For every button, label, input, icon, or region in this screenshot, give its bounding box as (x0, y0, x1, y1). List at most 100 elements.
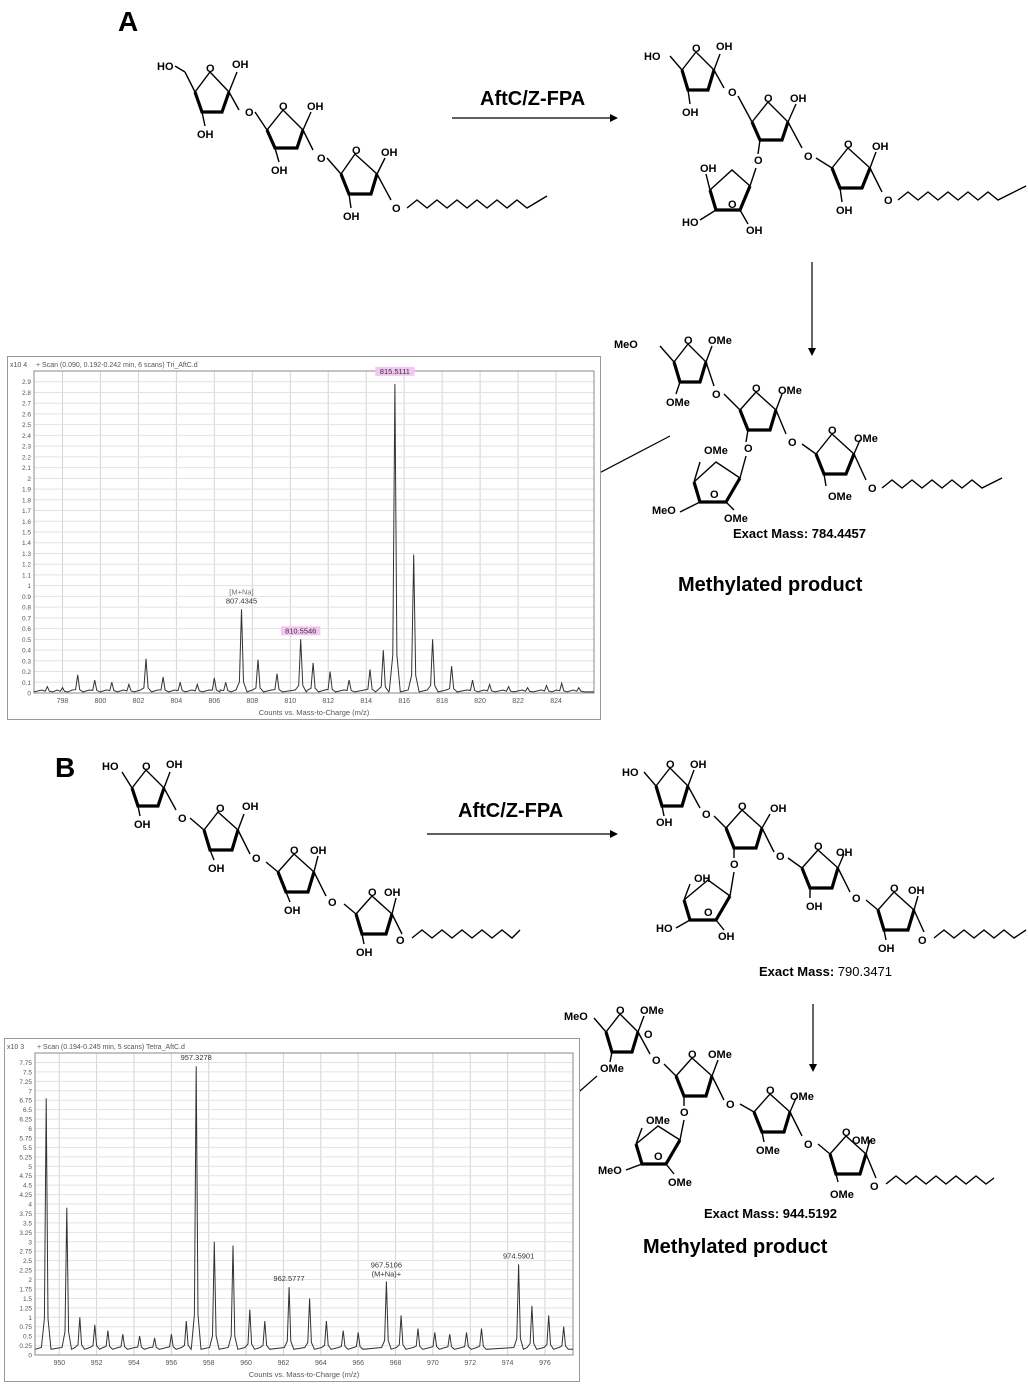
y-tick-label: 1.25 (19, 1305, 32, 1312)
y-tick-label: 0.9 (22, 594, 31, 601)
svg-text:OMe: OMe (852, 1135, 876, 1147)
x-tick-label: 806 (208, 698, 220, 705)
svg-text:OH: OH (134, 819, 151, 831)
svg-text:O: O (890, 883, 899, 895)
svg-text:OH: OH (690, 760, 707, 771)
svg-text:OH: OH (271, 165, 288, 177)
x-tick-label: 966 (352, 1360, 364, 1367)
peak-label: 815.5111 (380, 367, 410, 376)
methylated-product-label-a: Methylated product (678, 574, 863, 596)
svg-text:OMe: OMe (828, 491, 852, 503)
y-tick-label: 0.2 (22, 669, 31, 676)
y-tick-label: 3.75 (19, 1211, 32, 1218)
svg-text:OMe: OMe (646, 1115, 670, 1127)
svg-text:O: O (870, 1181, 879, 1193)
y-tick-label: 0 (27, 691, 31, 698)
svg-text:O: O (216, 803, 225, 815)
svg-text:HO: HO (102, 761, 119, 773)
svg-text:O: O (728, 199, 737, 211)
x-tick-label: 808 (246, 698, 258, 705)
plot-frame (34, 1052, 574, 1356)
svg-text:O: O (744, 443, 753, 455)
spectrum-trace (33, 383, 594, 694)
x-tick-label: 976 (539, 1360, 551, 1367)
svg-text:O: O (730, 859, 739, 871)
svg-text:OH: OH (806, 901, 823, 913)
reaction-label-a: AftC/Z-FPA (480, 88, 586, 110)
mass-spectrum-b: + Scan (0.194-0.245 min, 5 scans) Tetra_… (4, 1038, 580, 1382)
peak-label: 962.5777 (273, 1274, 304, 1283)
svg-text:MeO: MeO (598, 1165, 622, 1177)
y-exponent-label: x10 3 (7, 1044, 24, 1051)
peak-label-highlight (375, 366, 415, 376)
y-tick-label: 0.25 (19, 1343, 32, 1350)
x-tick-label: 800 (95, 698, 107, 705)
y-tick-label: 1.8 (22, 497, 31, 504)
x-tick-label: 950 (53, 1360, 65, 1367)
y-tick-label: 2.6 (22, 411, 31, 418)
svg-text:OH: OH (836, 205, 853, 217)
svg-text:OMe: OMe (666, 397, 690, 409)
peak-label: 974.5901 (503, 1251, 534, 1260)
x-tick-label: 814 (360, 698, 372, 705)
svg-text:O: O (828, 425, 837, 437)
x-tick-label: 972 (464, 1360, 476, 1367)
y-tick-label: 1.4 (22, 540, 31, 547)
plot-frame (33, 370, 595, 694)
svg-text:O: O (710, 489, 719, 501)
svg-text:O: O (644, 1029, 653, 1041)
svg-text:OH: OH (718, 931, 735, 943)
y-tick-label: 3 (28, 1239, 32, 1246)
svg-text:HO: HO (622, 767, 639, 779)
svg-text:OMe: OMe (708, 335, 732, 347)
y-tick-label: 0.5 (23, 1334, 32, 1341)
spectrum-trace (34, 1066, 573, 1351)
exact-mass-a: Exact Mass: 784.4457 (733, 526, 867, 541)
y-tick-label: 0.5 (22, 637, 31, 644)
y-tick-label: 2.5 (22, 422, 31, 429)
peak-label-highlight (281, 626, 321, 636)
svg-text:OH: OH (166, 759, 183, 771)
y-tick-label: 1.1 (22, 572, 31, 579)
peak-label: 810.5546 (285, 626, 316, 635)
svg-text:O: O (804, 151, 813, 163)
y-tick-label: 1.75 (19, 1286, 32, 1293)
svg-text:O: O (776, 851, 785, 863)
y-tick-label: 2.5 (23, 1258, 32, 1265)
y-tick-label: 4.25 (19, 1192, 32, 1199)
svg-text:O: O (317, 153, 326, 165)
x-tick-label: 804 (171, 698, 183, 705)
svg-text:OH: OH (307, 101, 324, 113)
svg-text:O: O (764, 93, 773, 105)
svg-text:O: O (884, 195, 893, 207)
y-tick-label: 2.3 (22, 444, 31, 451)
svg-text:OH: OH (746, 225, 763, 237)
y-tick-label: 0.8 (22, 605, 31, 612)
svg-text:OMe: OMe (778, 385, 802, 397)
x-axis-label: Counts vs. Mass-to-Charge (m/z) (259, 708, 370, 717)
y-tick-label: 2.8 (22, 390, 31, 397)
svg-text:OMe: OMe (724, 513, 748, 525)
svg-text:MeO: MeO (564, 1011, 588, 1023)
x-tick-label: 810 (284, 698, 296, 705)
y-tick-label: 2.25 (19, 1268, 32, 1275)
spectrum-header: + Scan (0.194-0.245 min, 5 scans) Tetra_… (37, 1044, 185, 1051)
y-tick-label: 5.25 (19, 1154, 32, 1161)
svg-text:O: O (368, 887, 377, 899)
y-tick-label: 0.75 (19, 1324, 32, 1331)
exact-mass-b-intermediate: Exact Mass: 790.3471 (759, 964, 893, 979)
x-tick-label: 958 (203, 1360, 215, 1367)
x-tick-label: 964 (315, 1360, 327, 1367)
y-tick-label: 2.9 (22, 379, 31, 386)
y-tick-label: 0.4 (22, 648, 31, 655)
svg-text:HO: HO (644, 51, 661, 63)
